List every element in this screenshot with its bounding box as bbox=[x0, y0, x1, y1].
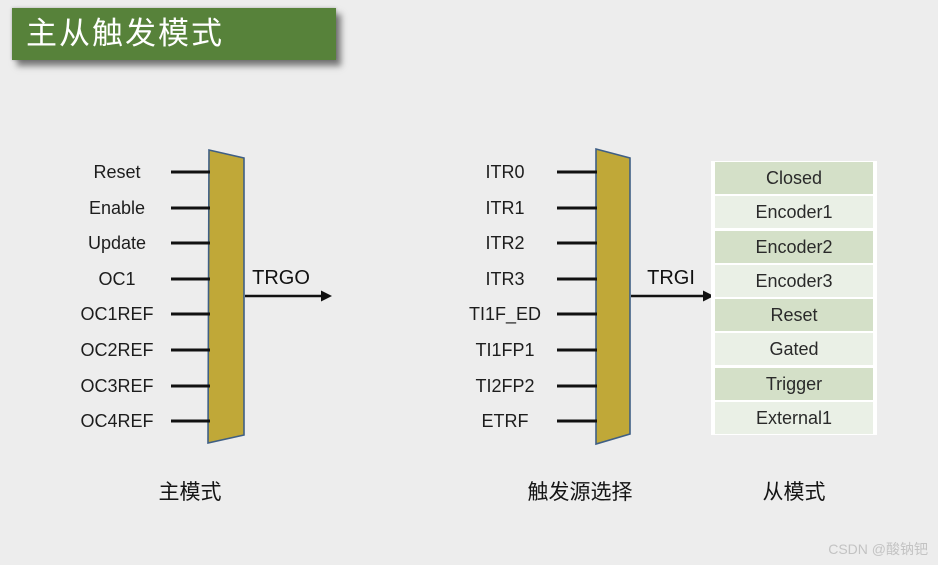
mux-input-label: ITR3 bbox=[485, 269, 525, 289]
trigger-input-labels: ITR0 ITR1 ITR2 ITR3 TI1F_ED TI1FP1 TI2FP… bbox=[445, 0, 565, 565]
trgi-signal-label: TRGI bbox=[647, 267, 695, 289]
trgo-signal-label: TRGO bbox=[252, 267, 310, 289]
csdn-watermark: CSDN @酸钠钯 bbox=[828, 541, 928, 557]
trgo-arrowhead-icon bbox=[321, 290, 332, 302]
mux-input-label: OC1REF bbox=[80, 304, 154, 324]
slave-mode-row: Closed bbox=[715, 162, 873, 194]
mux-input-label: OC1 bbox=[98, 269, 136, 289]
master-mux-shape bbox=[207, 148, 245, 444]
mux-input-label: ITR2 bbox=[485, 233, 525, 253]
slave-mode-row: Reset bbox=[715, 299, 873, 332]
trigger-input-lines bbox=[557, 170, 597, 423]
mux-input-label: OC2REF bbox=[80, 340, 154, 360]
master-mode-caption: 主模式 bbox=[158, 481, 222, 504]
mux-input-label: TI2FP2 bbox=[475, 376, 535, 396]
mux-input-label: OC3REF bbox=[80, 376, 154, 396]
trgi-arrowhead-icon bbox=[703, 290, 714, 302]
mux-input-label: OC4REF bbox=[80, 411, 154, 431]
slave-mode-row: Encoder2 bbox=[715, 230, 873, 263]
master-input-lines bbox=[171, 170, 210, 423]
slave-mode-table: Closed Encoder1 Encoder2 Encoder3 Reset … bbox=[711, 161, 877, 435]
mux-input-label: ETRF bbox=[481, 411, 529, 431]
mux-input-label: Update bbox=[87, 233, 147, 253]
mux-input-label: ITR1 bbox=[485, 198, 525, 218]
page-title: 主从触发模式 bbox=[12, 8, 336, 60]
master-input-labels: Reset Enable Update OC1 OC1REF OC2REF OC… bbox=[58, 0, 176, 565]
slave-mode-row: Trigger bbox=[715, 367, 873, 400]
slave-mode-row: Encoder3 bbox=[715, 264, 873, 297]
slave-mode-row: Gated bbox=[715, 333, 873, 366]
mux-input-label: Enable bbox=[88, 198, 146, 218]
mux-input-label: ITR0 bbox=[485, 162, 525, 182]
slave-mode-row: External1 bbox=[715, 401, 873, 434]
slave-mode-row: Encoder1 bbox=[715, 196, 873, 229]
trigger-mux-shape bbox=[595, 147, 631, 446]
mux-input-label: Reset bbox=[93, 162, 141, 182]
mux-input-label: TI1FP1 bbox=[475, 340, 535, 360]
slave-mode-caption: 从模式 bbox=[762, 481, 826, 504]
mux-input-label: TI1F_ED bbox=[468, 304, 542, 324]
trigger-source-caption: 触发源选择 bbox=[527, 481, 633, 504]
